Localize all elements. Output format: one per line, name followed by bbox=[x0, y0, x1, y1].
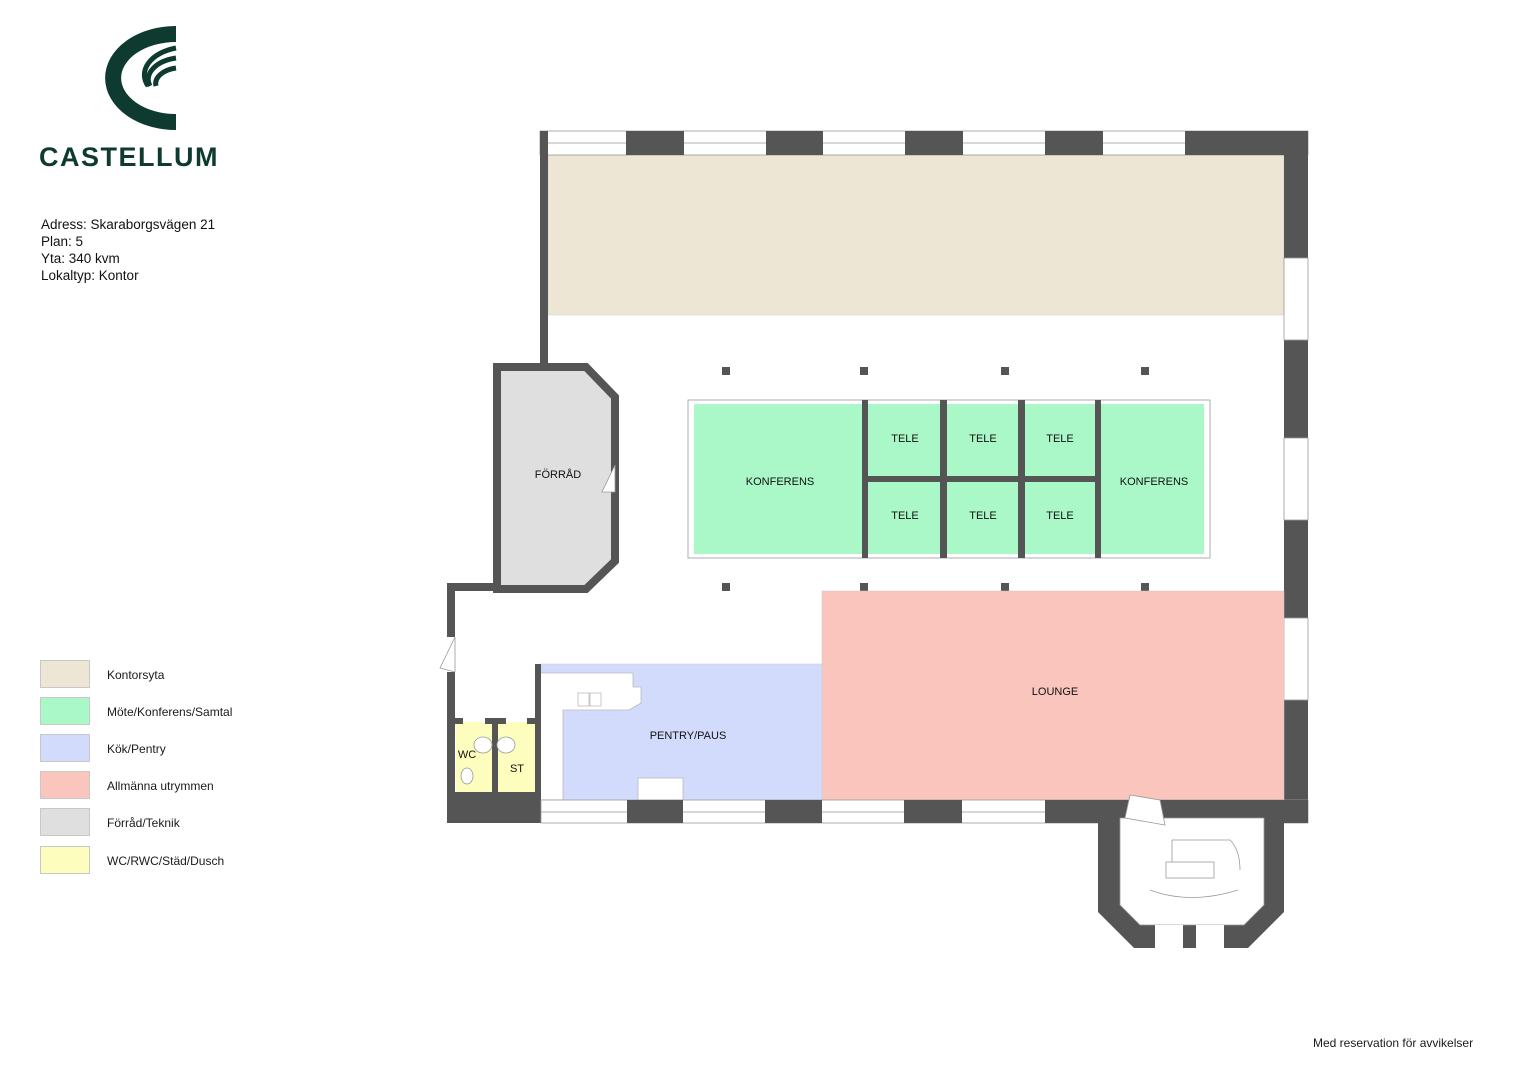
legend-label: Förråd/Teknik bbox=[107, 816, 180, 830]
label-konferens-left: KONFERENS bbox=[746, 476, 814, 488]
room-lounge bbox=[821, 590, 1285, 801]
label-tele: TELE bbox=[891, 433, 919, 445]
legend-label: WC/RWC/Städ/Dusch bbox=[107, 854, 225, 868]
area: Yta: 340 kvm bbox=[41, 251, 120, 266]
stair bbox=[1165, 861, 1215, 879]
label-tele: TELE bbox=[969, 510, 997, 522]
legend-label: Kök/Pentry bbox=[107, 742, 166, 756]
brand-name: CASTELLUM bbox=[39, 142, 219, 172]
label-konferens-right: KONFERENS bbox=[1120, 476, 1188, 488]
address: Adress: Skaraborgsvägen 21 bbox=[41, 217, 216, 232]
left-wall-upper bbox=[540, 131, 548, 367]
door-left bbox=[439, 636, 456, 673]
property-info: Adress: Skaraborgsvägen 21 Plan: 5 Yta: … bbox=[41, 216, 215, 284]
label-st: ST bbox=[510, 763, 524, 775]
label-lounge: LOUNGE bbox=[1032, 686, 1078, 698]
legend-item: Kök/Pentry bbox=[40, 734, 300, 764]
floor-plan-level: Plan: 5 bbox=[41, 234, 84, 249]
legend-label: Kontorsyta bbox=[107, 668, 165, 682]
label-wc: WC bbox=[458, 749, 476, 761]
legend-swatch bbox=[40, 734, 90, 762]
legend-item: WC/RWC/Städ/Dusch bbox=[40, 846, 300, 876]
legend-swatch bbox=[40, 697, 90, 725]
legend-swatch bbox=[40, 808, 90, 836]
partition-walls bbox=[862, 400, 1101, 558]
premises-type: Lokaltyp: Kontor bbox=[41, 268, 139, 283]
tele-rooms bbox=[868, 404, 1095, 554]
label-tele: TELE bbox=[1046, 433, 1074, 445]
label-tele: TELE bbox=[969, 433, 997, 445]
label-tele: TELE bbox=[1046, 510, 1074, 522]
left-wall-lower bbox=[447, 583, 455, 637]
legend-swatch bbox=[40, 660, 90, 688]
legend-swatch bbox=[40, 771, 90, 799]
legend-item: Allmänna utrymmen bbox=[40, 771, 300, 801]
label-forrad: FÖRRÅD bbox=[535, 468, 582, 481]
legend-item: Möte/Konferens/Samtal bbox=[40, 697, 300, 727]
columns bbox=[722, 367, 1149, 591]
legend-label: Möte/Konferens/Samtal bbox=[107, 705, 233, 719]
castellum-logo bbox=[105, 26, 177, 130]
room-konferens-right bbox=[1101, 404, 1204, 554]
legend-label: Allmänna utrymmen bbox=[107, 779, 214, 793]
legend-swatch bbox=[40, 846, 90, 874]
room-st bbox=[498, 722, 535, 792]
disclaimer: Med reservation för avvikelser bbox=[1313, 1036, 1474, 1050]
label-pentry: PENTRY/PAUS bbox=[650, 730, 727, 742]
room-konferens-left bbox=[694, 404, 862, 554]
legend-item: Förråd/Teknik bbox=[40, 808, 300, 838]
legend-item: Kontorsyta bbox=[40, 660, 300, 690]
label-tele: TELE bbox=[891, 510, 919, 522]
room-forrad bbox=[493, 363, 619, 593]
room-kontorsyta bbox=[547, 154, 1285, 316]
